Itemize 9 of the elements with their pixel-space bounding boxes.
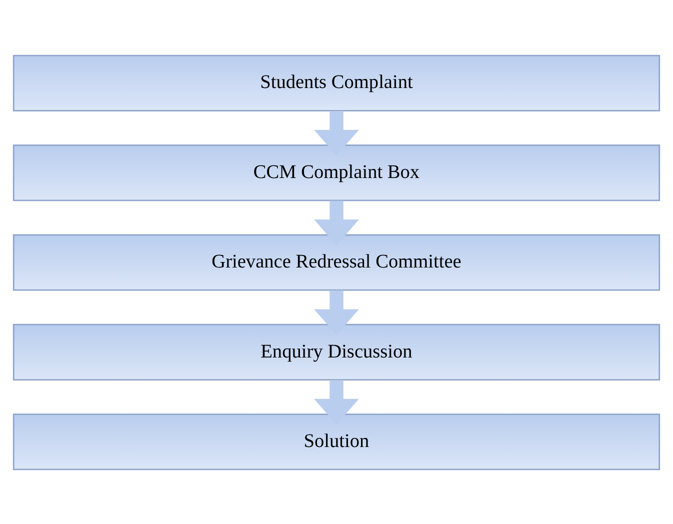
node-box: Grievance Redressal Committee: [12, 234, 660, 290]
arrow: [314, 110, 359, 155]
node-box: Enquiry Discussion: [12, 323, 660, 380]
node-box: Students Complaint: [12, 54, 660, 111]
arrow: [314, 290, 359, 334]
arrow: [314, 380, 359, 424]
node-box: Solution: [12, 413, 660, 470]
arrow: [314, 200, 359, 245]
node-box: CCM Complaint Box: [12, 144, 660, 201]
